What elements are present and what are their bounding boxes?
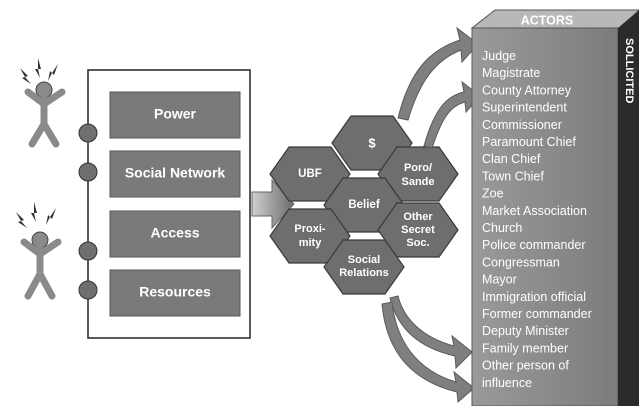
- hexagon-label-upper-left: UBF: [298, 168, 322, 180]
- right-block-arrow: [251, 178, 295, 230]
- curved-arrow-lower-2: [381, 301, 475, 404]
- hexagon-label-lower-left: mity: [299, 237, 323, 249]
- factor-box-access: Access: [109, 210, 241, 258]
- actor-item: Commissioner: [482, 118, 562, 132]
- sollicited-side-label: SOLLICITED: [623, 38, 635, 103]
- connector-circle: [78, 162, 98, 182]
- actor-item: Market Association: [482, 204, 587, 218]
- actor-item: Congressman: [482, 255, 560, 269]
- factor-label: Social Network: [125, 165, 226, 181]
- actors-panel-front: [471, 27, 619, 406]
- actors-panel-side: [618, 10, 639, 406]
- factor-label: Resources: [139, 284, 211, 300]
- hexagon-label-upper-right: Poro/: [404, 162, 432, 174]
- factor-box-power: Power: [109, 91, 241, 139]
- hexagon-label-lower-right: Secret: [401, 224, 435, 236]
- hexagon-upper-right: [377, 146, 459, 202]
- actor-item: Superintendent: [482, 101, 567, 115]
- hexagon-label-center: Belief: [348, 199, 379, 211]
- actor-item: Police commander: [482, 238, 586, 252]
- hexagon-label-lower-right: Other: [403, 211, 433, 223]
- factor-label: Access: [150, 225, 199, 241]
- hexagon-label-lower-right: Soc.: [406, 237, 429, 249]
- stressed-person-top-icon: [20, 58, 66, 148]
- curved-arrow-lower-1: [389, 295, 473, 370]
- actor-item: Magistrate: [482, 66, 540, 80]
- hexagon-label-upper-right: Sande: [401, 176, 434, 188]
- factor-box-social-network: Social Network: [109, 150, 241, 198]
- connector-circle: [78, 280, 98, 300]
- hexagon-label-top: $: [368, 135, 376, 150]
- actor-item: Other person of: [482, 359, 569, 373]
- actor-item: Paramount Chief: [482, 135, 576, 149]
- actor-item: County Attorney: [482, 83, 572, 97]
- actor-item: Former commander: [482, 307, 592, 321]
- hexagon-label-lower-left: Proxi-: [294, 223, 326, 235]
- actor-item: Judge: [482, 49, 516, 63]
- actors-panel: ACTORS SOLLICITED: [470, 9, 639, 406]
- actor-item: Clan Chief: [482, 152, 541, 166]
- hexagon-cluster: [269, 115, 459, 295]
- connector-circle: [78, 123, 98, 143]
- factor-label: Power: [154, 106, 197, 122]
- actor-item: Family member: [482, 341, 568, 355]
- actors-title: ACTORS: [521, 13, 574, 27]
- actor-item: Immigration official: [482, 290, 586, 304]
- hexagon-label-bottom: Relations: [339, 267, 389, 279]
- actor-item: Church: [482, 221, 522, 235]
- actor-item: influence: [482, 376, 532, 390]
- actor-item: Zoe: [482, 187, 504, 201]
- hexagon-lower-right: [377, 202, 459, 258]
- factor-box-resources: Resources: [109, 269, 241, 317]
- hexagon-bottom: [323, 239, 405, 295]
- actor-item: Mayor: [482, 273, 517, 287]
- connector-circle: [78, 241, 98, 261]
- hexagon-label-bottom: Social: [348, 254, 380, 266]
- stressed-person-bottom-icon: [16, 202, 62, 300]
- frame-connector-circles: [78, 123, 98, 300]
- actor-item: Town Chief: [482, 169, 544, 183]
- actor-item: Deputy Minister: [482, 324, 569, 338]
